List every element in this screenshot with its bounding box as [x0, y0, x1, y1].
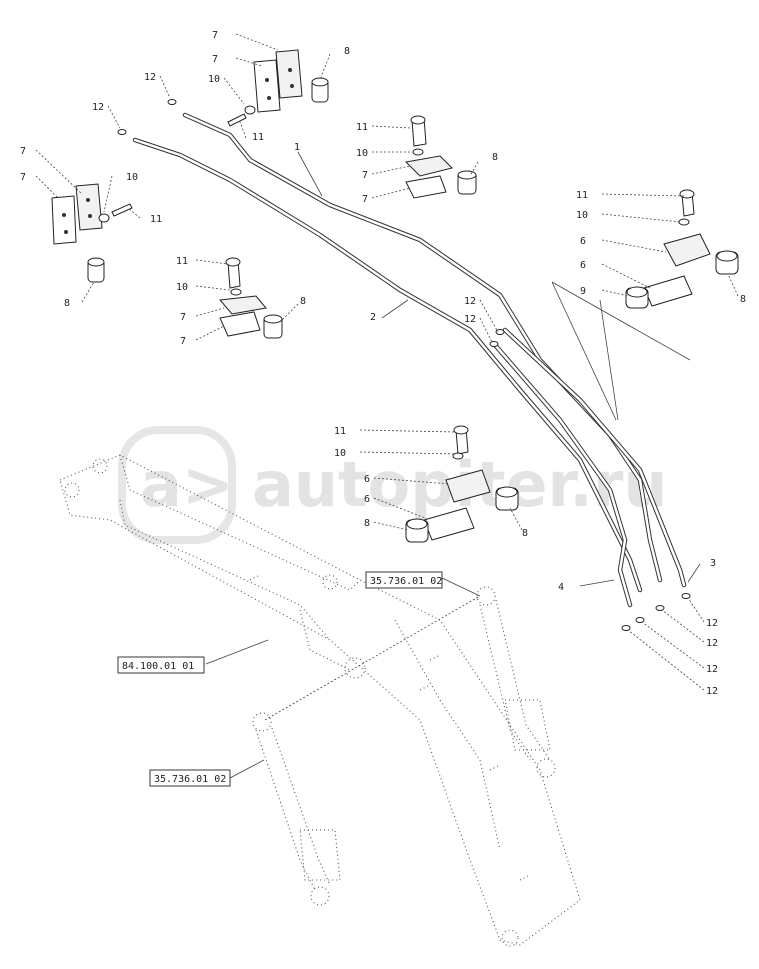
callout-7: 7 [180, 312, 186, 323]
callout-10: 10 [126, 172, 138, 183]
callout-11: 11 [356, 122, 368, 133]
callout-10: 10 [334, 448, 346, 459]
clamp-assembly-center [405, 425, 519, 543]
callout-6: 6 [580, 260, 586, 271]
watermark-logo: a> [140, 448, 234, 521]
o-rings [117, 99, 691, 631]
callout-11: 11 [576, 190, 588, 201]
callout-11: 11 [150, 214, 162, 225]
callout-12: 12 [706, 638, 718, 649]
callout-8: 8 [344, 46, 350, 57]
callout-10: 10 [356, 148, 368, 159]
callout-10: 10 [576, 210, 588, 221]
callout-12: 12 [464, 296, 476, 307]
callout-8: 8 [522, 528, 528, 539]
cylinder-left [252, 712, 341, 906]
clamp-assembly-top [227, 49, 329, 127]
callout-4: 4 [558, 582, 564, 593]
callout-11: 11 [252, 132, 264, 143]
callout-11: 11 [334, 426, 346, 437]
reference-box-cylinder-bottom[interactable]: 35.736.01 02 [149, 769, 231, 787]
callout-7: 7 [362, 170, 368, 181]
callout-6: 6 [580, 236, 586, 247]
callout-1: 1 [294, 142, 300, 153]
callout-11: 11 [176, 256, 188, 267]
callout-12: 12 [92, 102, 104, 113]
callout-12: 12 [706, 618, 718, 629]
clamp-assembly-middle-top [404, 115, 477, 199]
callout-6: 6 [364, 474, 370, 485]
reference-cylinder-bottom-text: 35.736.01 02 [154, 774, 226, 785]
callout-8: 8 [64, 298, 70, 309]
callout-7: 7 [180, 336, 186, 347]
callout-2: 2 [370, 312, 376, 323]
watermark: a> autopiter.ru [118, 426, 668, 544]
clamp-assembly-left [51, 183, 133, 283]
callout-8: 8 [300, 296, 306, 307]
callout-9: 9 [580, 286, 586, 297]
cylinder-axis-line [264, 595, 481, 721]
callout-8: 8 [364, 518, 370, 529]
callout-7: 7 [362, 194, 368, 205]
leader-lines [35, 33, 739, 779]
callout-labels: 7 7 8 10 11 12 12 7 7 10 11 8 1 11 10 7 … [20, 30, 746, 697]
clamp-assembly-right [625, 189, 739, 309]
callout-10: 10 [208, 74, 220, 85]
boom [59, 454, 581, 947]
callout-7: 7 [212, 54, 218, 65]
pipe-3 [502, 327, 687, 588]
reference-boom-text: 84.100.01 01 [122, 661, 194, 672]
callout-7: 7 [20, 146, 26, 157]
cylinder-right [476, 586, 556, 778]
callout-12: 12 [706, 664, 718, 675]
callout-12: 12 [144, 72, 156, 83]
callout-12: 12 [464, 314, 476, 325]
clamp-assembly-middle-left [219, 257, 283, 339]
callout-8: 8 [492, 152, 498, 163]
callout-10: 10 [176, 282, 188, 293]
pipe-1 [182, 112, 663, 583]
pipe-2 [132, 137, 643, 593]
reference-box-cylinder-top[interactable]: 35.736.01 02 [365, 571, 443, 589]
reference-box-boom[interactable]: 84.100.01 01 [117, 656, 205, 674]
callout-7: 7 [212, 30, 218, 41]
callout-8: 8 [740, 294, 746, 305]
callout-12: 12 [706, 686, 718, 697]
reference-cylinder-top-text: 35.736.01 02 [370, 576, 442, 587]
callout-7: 7 [20, 172, 26, 183]
callout-3: 3 [710, 558, 716, 569]
callout-6: 6 [364, 494, 370, 505]
pipe-4 [492, 342, 633, 608]
